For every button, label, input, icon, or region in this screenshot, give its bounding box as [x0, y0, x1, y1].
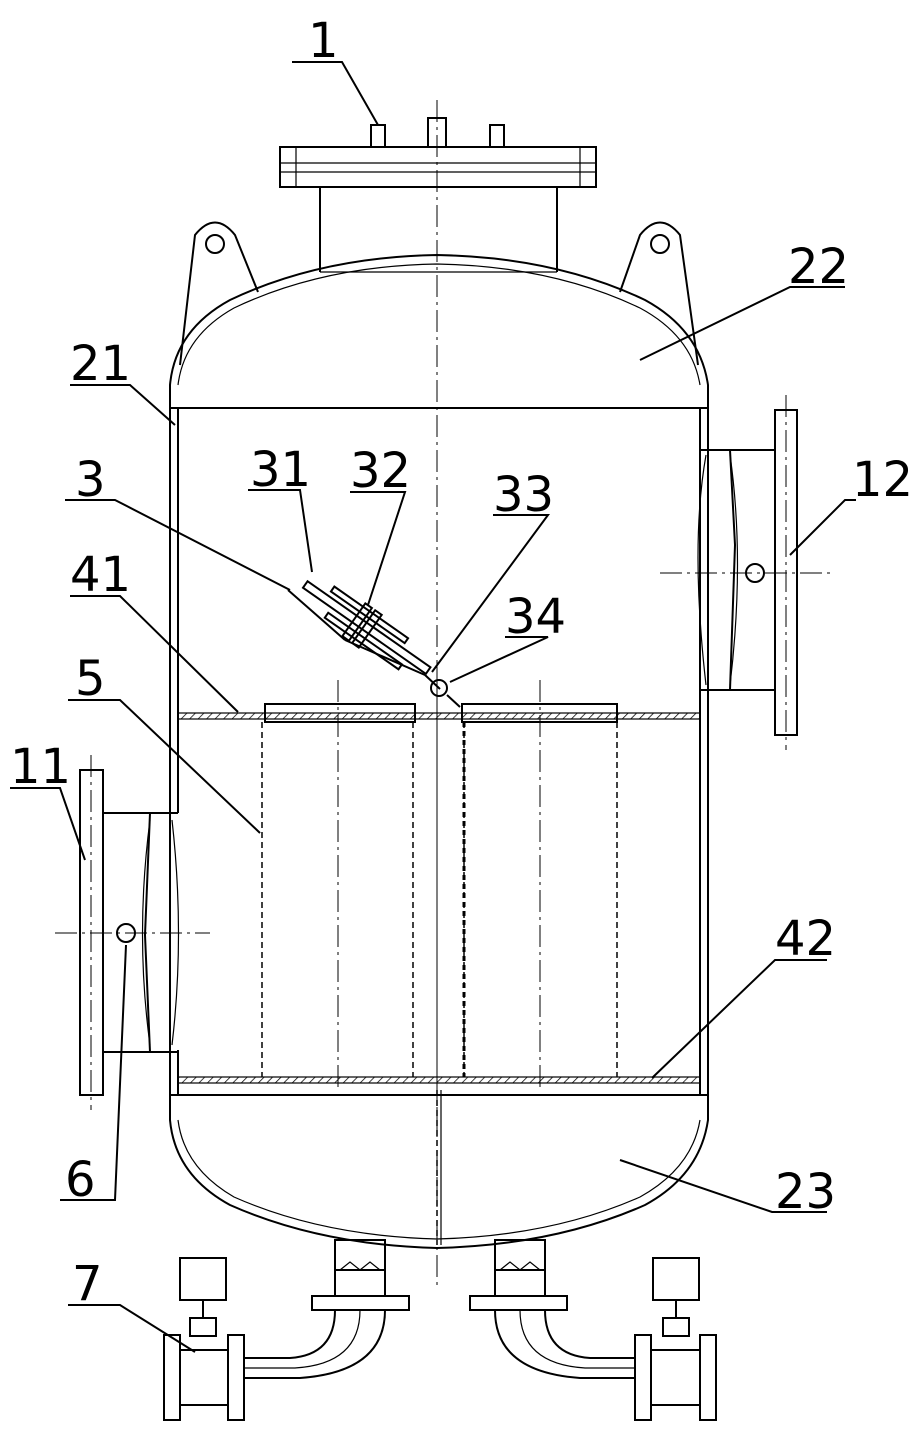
upper-tube-plate-41 — [177, 703, 701, 723]
label-42: 42 — [775, 911, 836, 967]
inlet-nozzle-11 — [55, 755, 210, 1110]
label-7: 7 — [72, 1256, 103, 1312]
label-33: 33 — [493, 467, 554, 523]
label-34: 34 — [505, 589, 566, 645]
bottom-outlet-right — [469, 1239, 717, 1421]
label-3: 3 — [75, 452, 106, 508]
filter-cartridges-5 — [261, 680, 618, 1090]
lifting-lug-right — [619, 221, 699, 366]
label-41: 41 — [70, 547, 131, 603]
leader-lines — [10, 61, 856, 1353]
vessel-shell — [169, 100, 709, 1290]
label-12: 12 — [852, 452, 913, 508]
lifting-lug-left — [179, 221, 259, 366]
top-flange-assembly — [279, 117, 597, 272]
label-11: 11 — [10, 739, 71, 795]
label-1: 1 — [308, 13, 339, 69]
bottom-outlet-left — [163, 1239, 410, 1421]
label-5: 5 — [75, 651, 106, 707]
part-labels: 1 22 21 31 32 3 33 12 41 34 5 11 42 6 23… — [10, 13, 913, 1312]
outlet-nozzle-12 — [660, 395, 830, 750]
lower-tube-plate-42 — [177, 1076, 701, 1084]
label-21: 21 — [70, 336, 131, 392]
label-6: 6 — [65, 1152, 96, 1208]
label-23: 23 — [775, 1164, 836, 1220]
label-22: 22 — [788, 239, 849, 295]
cleaning-device-3 — [287, 579, 461, 708]
label-31: 31 — [250, 442, 311, 498]
label-32: 32 — [350, 443, 411, 499]
